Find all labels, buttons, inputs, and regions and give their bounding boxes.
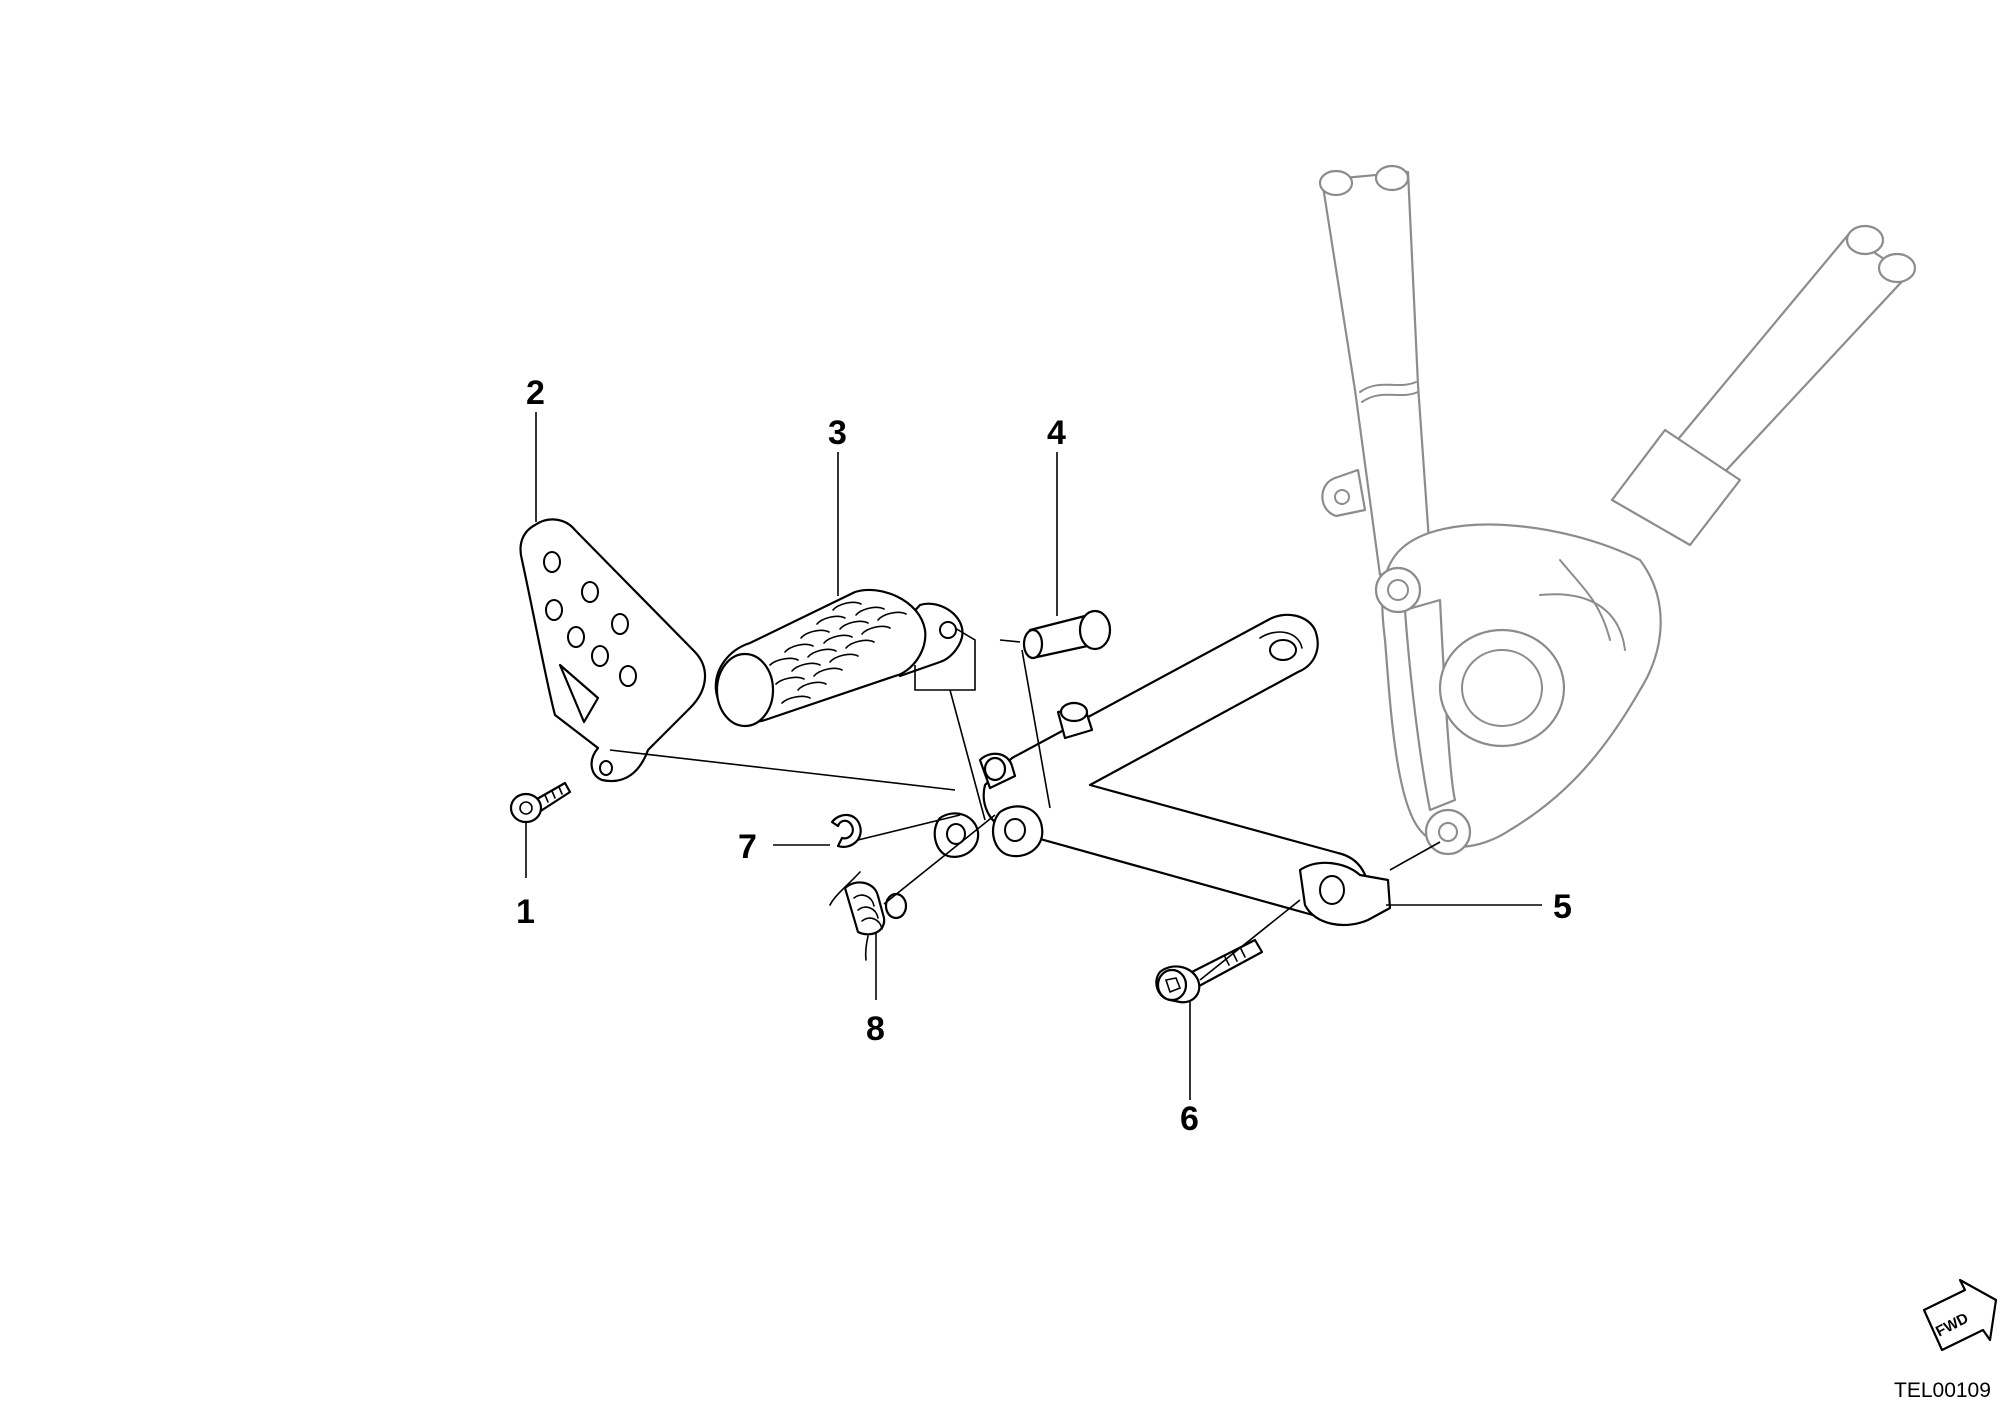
bracket-arm bbox=[933, 613, 1392, 927]
bolt bbox=[1155, 938, 1264, 1004]
callout-6: 6 bbox=[1180, 1100, 1199, 1138]
callout-labels: 1 2 3 4 5 6 7 8 bbox=[516, 374, 1572, 1138]
callout-4: 4 bbox=[1047, 414, 1066, 452]
assembly-lines bbox=[609, 627, 1441, 981]
footrest-plate bbox=[519, 518, 707, 783]
callout-leaders bbox=[525, 412, 1542, 1100]
footpeg-grooves bbox=[769, 601, 907, 704]
diagram-reference-code: TEL00109 bbox=[1894, 1379, 1991, 1402]
forward-arrow-icon: FWD bbox=[1922, 1278, 1998, 1352]
callout-8: 8 bbox=[866, 1010, 885, 1048]
plate-holes bbox=[543, 551, 637, 776]
callout-7: 7 bbox=[738, 828, 757, 866]
footpeg bbox=[714, 588, 964, 728]
pin bbox=[1022, 609, 1112, 660]
frame-outline bbox=[1318, 164, 1917, 856]
callout-5: 5 bbox=[1553, 888, 1572, 926]
circlip bbox=[830, 813, 862, 848]
callout-3: 3 bbox=[828, 414, 847, 452]
callout-1: 1 bbox=[516, 893, 535, 931]
callout-2: 2 bbox=[526, 374, 545, 412]
spring bbox=[829, 871, 908, 961]
screw-small bbox=[509, 781, 572, 824]
